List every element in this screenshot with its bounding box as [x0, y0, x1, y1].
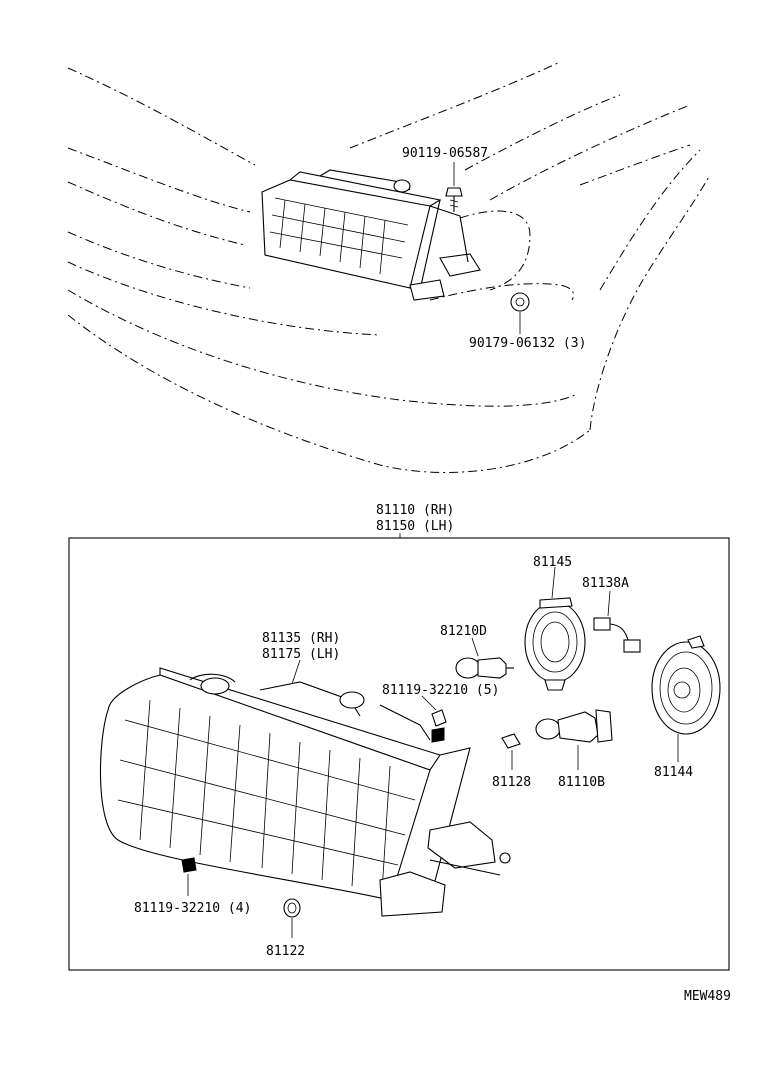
headlamp-installed	[261, 169, 481, 301]
callout-81110b: 81110B	[558, 775, 605, 790]
ring-81145	[524, 597, 586, 691]
nut-icon	[510, 292, 530, 312]
socket-81128	[501, 733, 521, 749]
callout-81145: 81145	[533, 555, 572, 570]
callout-81122: 81122	[266, 944, 305, 959]
callout-bolt-top: 90119-06587	[402, 146, 488, 161]
bulb-81210d	[455, 657, 514, 679]
callout-81138a: 81138A	[582, 576, 629, 591]
callout-81210d: 81210D	[440, 624, 487, 639]
callout-81144: 81144	[654, 765, 693, 780]
vehicle-body-outline	[67, 61, 711, 473]
bolt-icon	[445, 187, 463, 212]
assembly-label-lh: 81150 (LH)	[376, 519, 454, 534]
clip-81119-4-icon	[181, 857, 197, 873]
callout-81128: 81128	[492, 775, 531, 790]
bulb-81110b	[535, 709, 613, 743]
clip-81119-5-icon	[431, 709, 447, 743]
callout-81135-rh: 81135 (RH)	[262, 631, 340, 646]
headlamp-unit	[99, 667, 511, 917]
assembly-frame	[68, 537, 730, 971]
figure-code: MEW489	[684, 989, 731, 1004]
callout-81119-32210-4: 81119-32210 (4)	[134, 901, 251, 916]
grommet-81122-icon	[283, 898, 301, 918]
callout-81119-32210-5: 81119-32210 (5)	[382, 683, 499, 698]
callout-81175-lh: 81175 (LH)	[262, 647, 340, 662]
connector-81138a	[593, 617, 641, 653]
cover-81144	[651, 635, 721, 735]
assembly-label-rh: 81110 (RH)	[376, 503, 454, 518]
callout-nut-top: 90179-06132 (3)	[469, 336, 586, 351]
